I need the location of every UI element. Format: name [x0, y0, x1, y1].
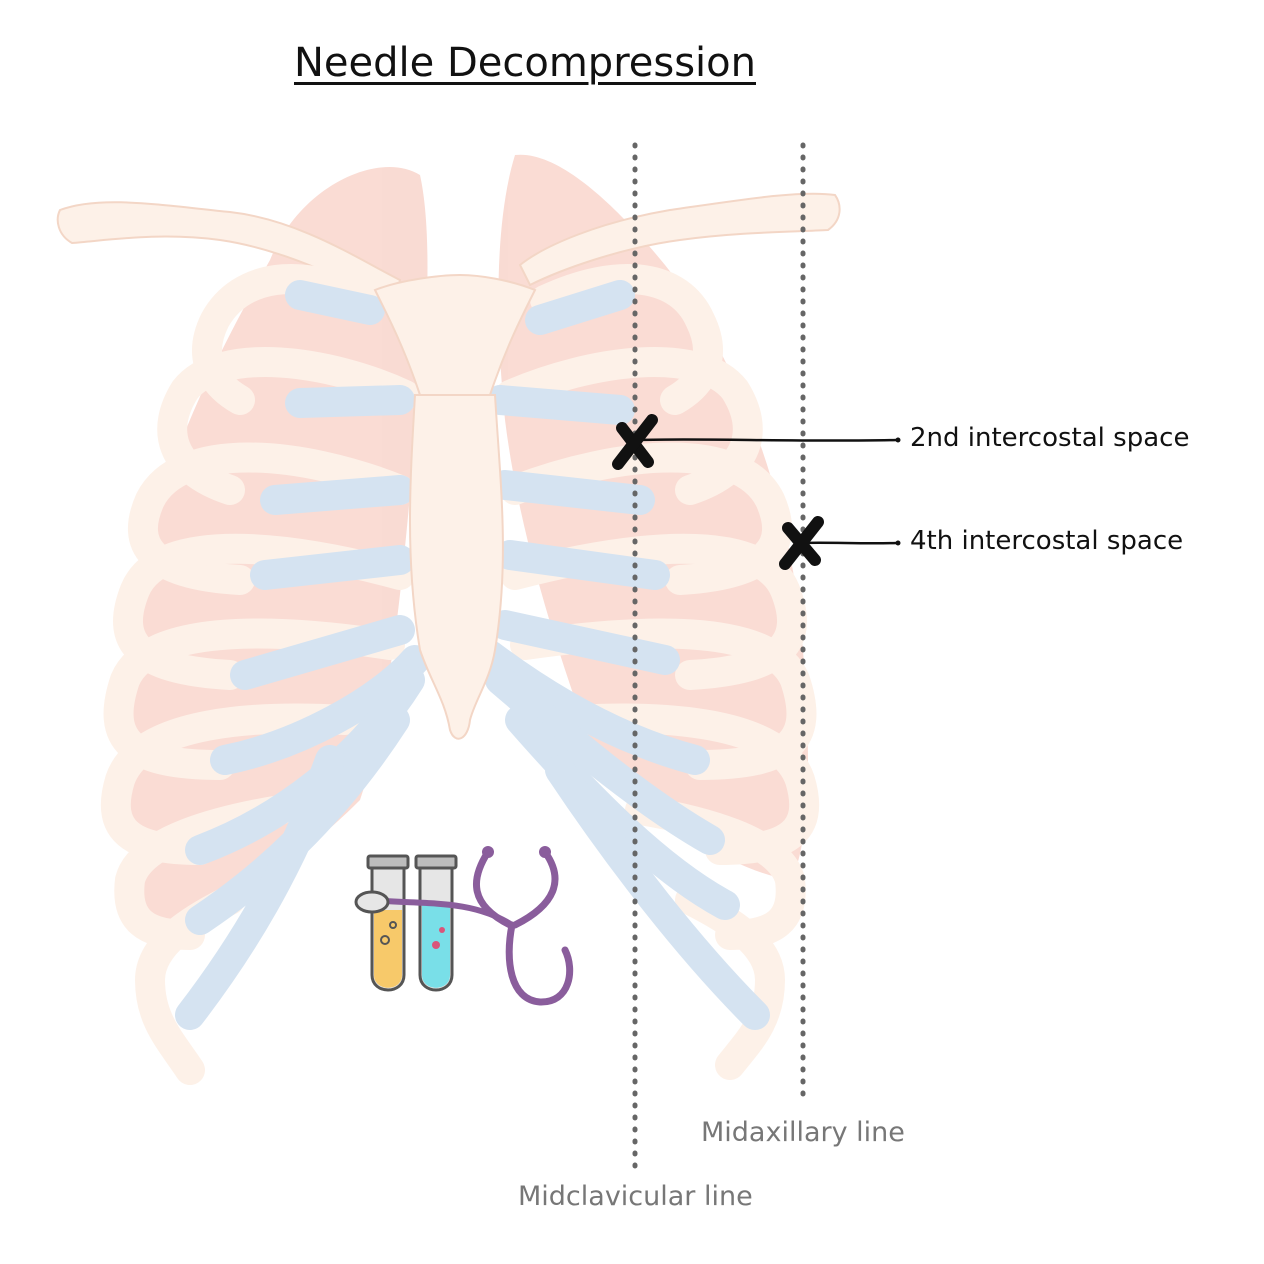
test-tubes-icon: [366, 854, 458, 992]
leader-line-2nd: [639, 438, 898, 442]
sternum: [373, 273, 537, 740]
cartilage-right-4: [250, 545, 415, 590]
leader-dot-2nd: [895, 437, 901, 443]
cartilage-left-8: [505, 705, 740, 920]
cartilage-left-3: [490, 470, 655, 515]
cartilage-left-7: [485, 665, 725, 855]
cartilage-right-9: [175, 745, 345, 1030]
rib-right-7: [114, 795, 295, 950]
left-clavicle: [518, 192, 841, 287]
cartilage-left-9: [545, 755, 770, 1030]
cartilage-left-2: [485, 385, 635, 425]
cartilage-right-2: [285, 385, 415, 418]
callout-4th-intercostal-space: 4th intercostal space: [910, 526, 1184, 556]
page-title: Needle Decompression: [294, 40, 756, 86]
sternum-body: [409, 394, 504, 740]
cartilage-left-1: [525, 280, 635, 335]
cartilage-right-3: [260, 475, 415, 515]
x-mark-icon: [612, 414, 658, 470]
cartilage-right-5: [230, 615, 415, 690]
cartilage-left-4: [495, 540, 670, 590]
costal-cartilages: [175, 280, 770, 1030]
cartilage-right-1: [285, 280, 385, 325]
leader-dot-4th: [895, 540, 901, 546]
manubrium: [373, 273, 537, 396]
cartilage-left-5: [490, 610, 680, 675]
x-mark-icon: [779, 516, 824, 570]
callout-2nd-intercostal-space: 2nd intercostal space: [910, 423, 1190, 453]
midclavicular-line-label: Midclavicular line: [518, 1181, 753, 1212]
midaxillary-line-label: Midaxillary line: [701, 1117, 905, 1148]
stethoscope-icon: [354, 846, 574, 1006]
leader-line-4th: [799, 541, 898, 545]
